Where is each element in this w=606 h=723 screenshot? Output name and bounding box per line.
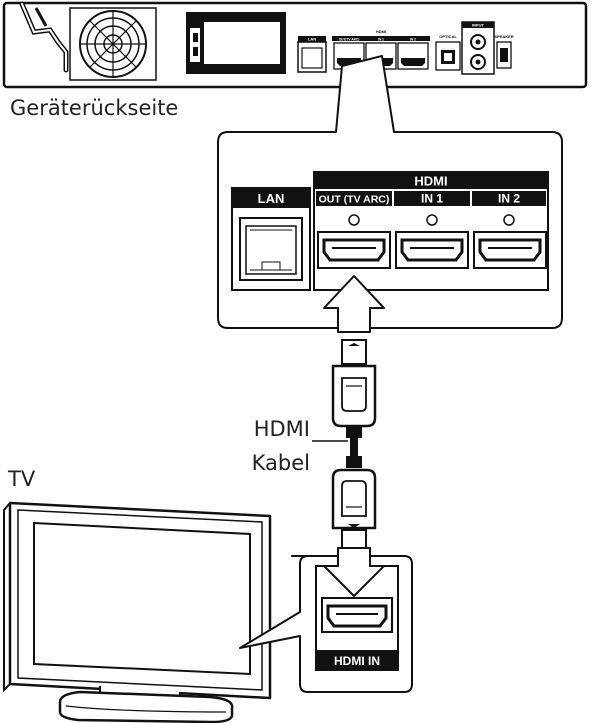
cable-strain-bottom <box>346 456 362 468</box>
cable-strain-top <box>346 426 362 438</box>
device-rear-panel: LAN HDMI OUT(TV ARC) IN 1 IN 2 OPTICAL I… <box>2 1 588 89</box>
lan-port-icon <box>239 217 303 281</box>
in2-indicator-icon <box>503 214 515 226</box>
hdmi-cable <box>331 339 377 555</box>
tv-screen <box>33 521 251 676</box>
in1-indicator-icon <box>426 214 438 226</box>
hdmi-out-port-icon <box>317 231 391 269</box>
fan-icon <box>69 7 157 81</box>
power-cable-icon <box>19 1 69 73</box>
rear-out-label: OUT(TV ARC) <box>339 37 360 41</box>
out-indicator-icon <box>348 214 360 226</box>
panel-in1-label: IN 1 <box>421 192 443 206</box>
rear-hdmi-label: HDMI <box>376 29 386 34</box>
rear-panel-caption: Geräterückseite <box>10 96 178 120</box>
rear-input-label: INPUT <box>472 23 485 28</box>
hdmi-plug-top-icon <box>331 339 377 428</box>
arrow-down-icon <box>323 547 385 597</box>
enlarged-connector-panel: LAN HDMI OUT (TV ARC) IN 1 IN 2 <box>231 171 549 291</box>
cable-wire <box>350 436 358 458</box>
rear-in2-label: IN 2 <box>410 37 416 41</box>
panel-hdmi-section: HDMI OUT (TV ARC) IN 1 IN 2 <box>313 171 549 291</box>
hdmi-in2-port-icon <box>473 231 547 269</box>
cable-caption-line2: Kabel <box>252 451 310 475</box>
tv-stand-base <box>58 690 234 723</box>
tv-illustration <box>3 501 272 723</box>
rear-optical-label: OPTICAL <box>439 34 457 39</box>
panel-lan-label: LAN <box>258 191 285 206</box>
rear-hdmi-in2-port-icon <box>401 58 425 66</box>
panel-out-label: OUT (TV ARC) <box>319 194 390 206</box>
rear-lan-label: LAN <box>308 37 316 42</box>
panel-in2-label: IN 2 <box>498 192 520 206</box>
rear-in1-label: IN 1 <box>378 37 384 41</box>
rear-lan-port: LAN <box>297 36 327 73</box>
cable-caption-line1: HDMI <box>254 417 310 441</box>
rear-label-block <box>186 12 286 74</box>
panel-hdmi-header: HDMI <box>414 174 447 189</box>
hdmi-plug-bottom-icon <box>331 468 377 555</box>
rear-speaker-label: SPEAKER <box>494 34 513 39</box>
tv-hdmi-in-label: HDMI IN <box>334 654 380 668</box>
tv-caption: TV <box>7 467 36 491</box>
panel-lan-section: LAN <box>231 187 311 291</box>
tv-hdmi-in-port-icon <box>321 597 393 633</box>
arrow-up-icon <box>323 275 385 333</box>
tv-bezel-inner <box>17 509 263 691</box>
rear-io-cluster: OPTICAL INPUT SPEAKER <box>435 21 514 75</box>
hdmi-in1-port-icon <box>395 231 469 269</box>
